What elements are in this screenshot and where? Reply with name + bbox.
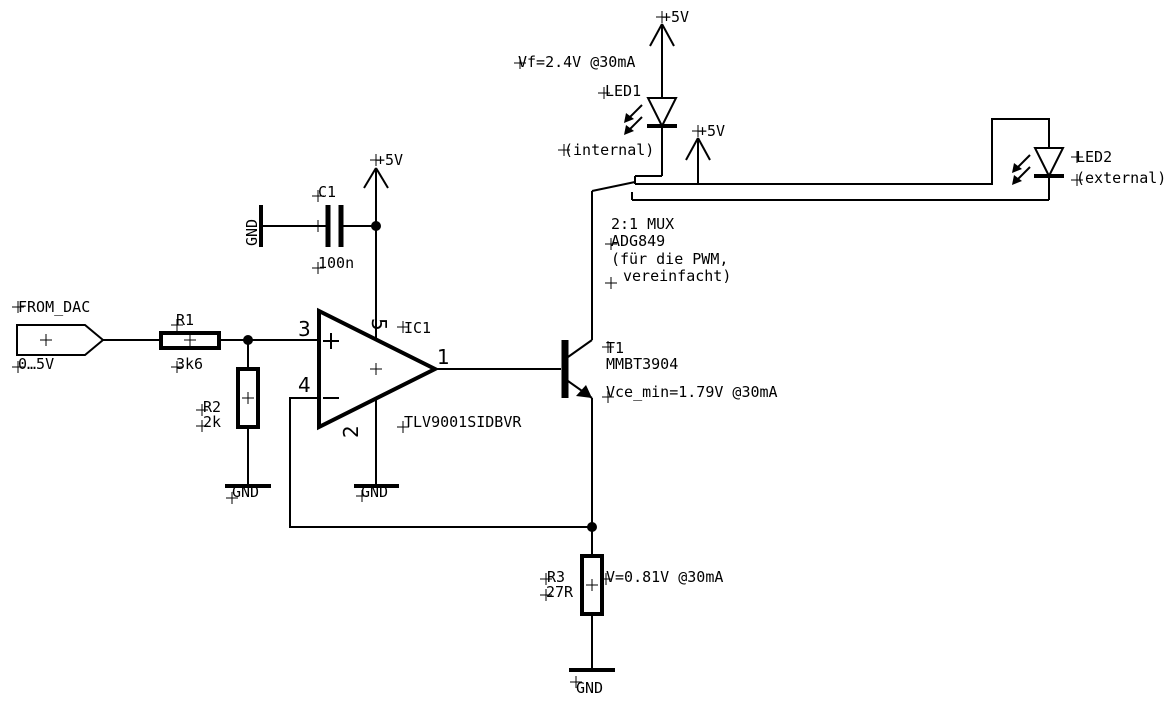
gnd-label-ic1: GND xyxy=(361,483,388,501)
supply-label-led2: +5V xyxy=(698,122,725,140)
mux-label-3: (für die PWM, xyxy=(611,250,728,268)
t1-part-label: MMBT3904 xyxy=(606,355,678,373)
r2-name-label: R2 xyxy=(203,398,221,416)
supply-label-led1: +5V xyxy=(662,8,689,26)
led1-note: (internal) xyxy=(564,141,654,159)
resistor-r3: GND R3 27R V=0.81V @30mA xyxy=(540,554,723,697)
pin-2-label: 2 xyxy=(339,425,363,438)
c1-value-label: 100n xyxy=(318,254,354,272)
mux-label-4: vereinfacht) xyxy=(623,267,731,285)
gnd-label-r2: GND xyxy=(232,483,259,501)
gnd-label-r3: GND xyxy=(576,679,603,697)
led2-name-label: LED2 xyxy=(1076,148,1112,166)
resistor-r1: R1 3k6 xyxy=(159,311,318,373)
pin-4-label: 4 xyxy=(298,373,311,397)
led-led1: +5V LED1 (internal) Vf=2.4V @30mA xyxy=(514,8,689,176)
mux-switch: 2:1 MUX ADG849 (für die PWM, vereinfacht… xyxy=(591,175,1049,289)
r1-value-label: 3k6 xyxy=(176,355,203,373)
t1-name-label: T1 xyxy=(606,339,624,357)
resistor-r2: GND R2 2k xyxy=(196,340,271,504)
opamp-ic1: 3 4 1 5 2 IC1 TLV9001SIDBVR GND +5V xyxy=(298,151,522,502)
vce-note: Vce_min=1.79V @30mA xyxy=(606,383,778,401)
r3-value-label: 27R xyxy=(546,583,574,601)
led-led2: +5V LED2 (external) xyxy=(685,118,1166,200)
capacitor-c1: GND C1 100n xyxy=(243,183,376,274)
ic1-name-label: IC1 xyxy=(404,319,431,337)
led2-note: (external) xyxy=(1076,169,1166,187)
pin-3-label: 3 xyxy=(298,317,311,341)
gnd-label-c1: GND xyxy=(243,219,261,246)
transistor-t1: T1 MMBT3904 Vce_min=1.79V @30mA xyxy=(561,191,778,555)
v-r3-note: V=0.81V @30mA xyxy=(606,568,723,586)
r1-name-label: R1 xyxy=(176,311,194,329)
ic1-part-label: TLV9001SIDBVR xyxy=(404,413,522,431)
r3-name-label: R3 xyxy=(547,568,565,586)
c1-name-label: C1 xyxy=(318,183,336,201)
supply-label-ic1: +5V xyxy=(376,151,403,169)
mux-label-1: 2:1 MUX xyxy=(611,215,674,233)
input-range-label: 0…5V xyxy=(18,355,54,373)
pin-1-label: 1 xyxy=(437,345,450,369)
r2-value-label: 2k xyxy=(203,413,221,431)
feedback-wire xyxy=(289,397,592,528)
vf-note: Vf=2.4V @30mA xyxy=(518,53,635,71)
input-port-from-dac: FROM_DAC 0…5V xyxy=(12,298,161,373)
mux-label-2: ADG849 xyxy=(611,232,665,250)
pin-5-label: 5 xyxy=(367,318,391,331)
input-port-label: FROM_DAC xyxy=(18,298,90,316)
led1-name-label: LED1 xyxy=(605,82,641,100)
